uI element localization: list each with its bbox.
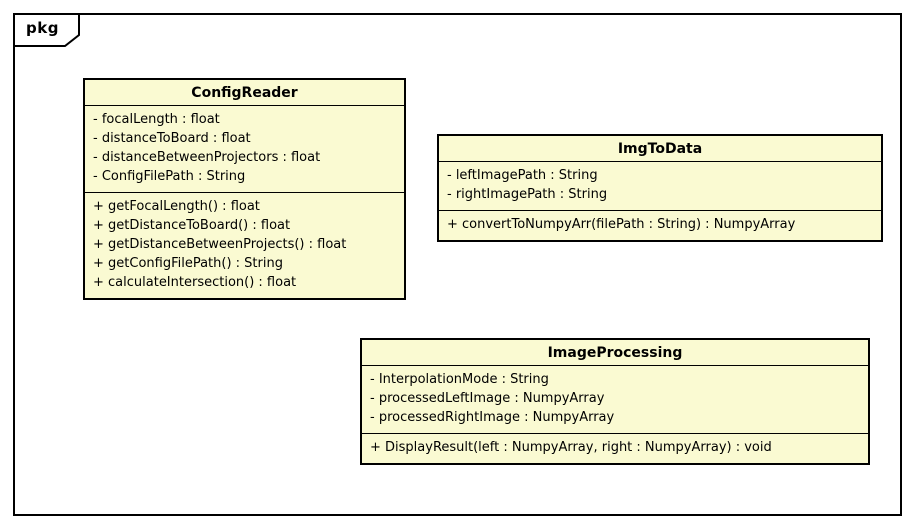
- package-label: pkg: [26, 19, 59, 37]
- attribute-row: - distanceToBoard : float: [93, 131, 251, 146]
- package-frame: [13, 13, 902, 516]
- package-tab-shape: [13, 13, 80, 47]
- attribute-row: - distanceBetweenProjectors : float: [93, 150, 321, 165]
- class-title: ImageProcessing: [362, 340, 868, 366]
- method-row: + getConfigFilePath() : String: [93, 256, 283, 271]
- class-box-imgtodata: ImgToData - leftImagePath : String - righ…: [437, 134, 883, 242]
- method-row: + DisplayResult(left : NumpyArray, right…: [370, 440, 772, 455]
- attribute-row: - focalLength : float: [93, 112, 220, 127]
- method-row: + getDistanceToBoard() : float: [93, 218, 291, 233]
- method-row: + convertToNumpyArr(filePath : String) :…: [447, 217, 796, 232]
- methods-section: + convertToNumpyArr(filePath : String) :…: [439, 211, 881, 240]
- attribute-row: - processedLeftImage : NumpyArray: [370, 391, 605, 406]
- class-title: ConfigReader: [85, 80, 404, 106]
- attributes-section: - InterpolationMode : String - processedL…: [362, 366, 868, 434]
- attributes-section: - leftImagePath : String - rightImagePath…: [439, 162, 881, 211]
- method-row: + getFocalLength() : float: [93, 199, 260, 214]
- methods-section: + getFocalLength() : float + getDistanceT…: [85, 193, 404, 298]
- method-row: + getDistanceBetweenProjects() : float: [93, 237, 347, 252]
- attribute-row: - rightImagePath : String: [447, 187, 608, 202]
- attribute-row: - ConfigFilePath : String: [93, 169, 246, 184]
- class-title: ImgToData: [439, 136, 881, 162]
- package-tab: [13, 13, 80, 47]
- class-box-imageprocessing: ImageProcessing - InterpolationMode : St…: [360, 338, 870, 465]
- attribute-row: - leftImagePath : String: [447, 168, 598, 183]
- attribute-row: - InterpolationMode : String: [370, 372, 549, 387]
- method-row: + calculateIntersection() : float: [93, 275, 297, 290]
- attribute-row: - processedRightImage : NumpyArray: [370, 410, 615, 425]
- class-box-configreader: ConfigReader - focalLength : float - dist…: [83, 78, 406, 300]
- methods-section: + DisplayResult(left : NumpyArray, right…: [362, 434, 868, 463]
- attributes-section: - focalLength : float - distanceToBoard :…: [85, 106, 404, 193]
